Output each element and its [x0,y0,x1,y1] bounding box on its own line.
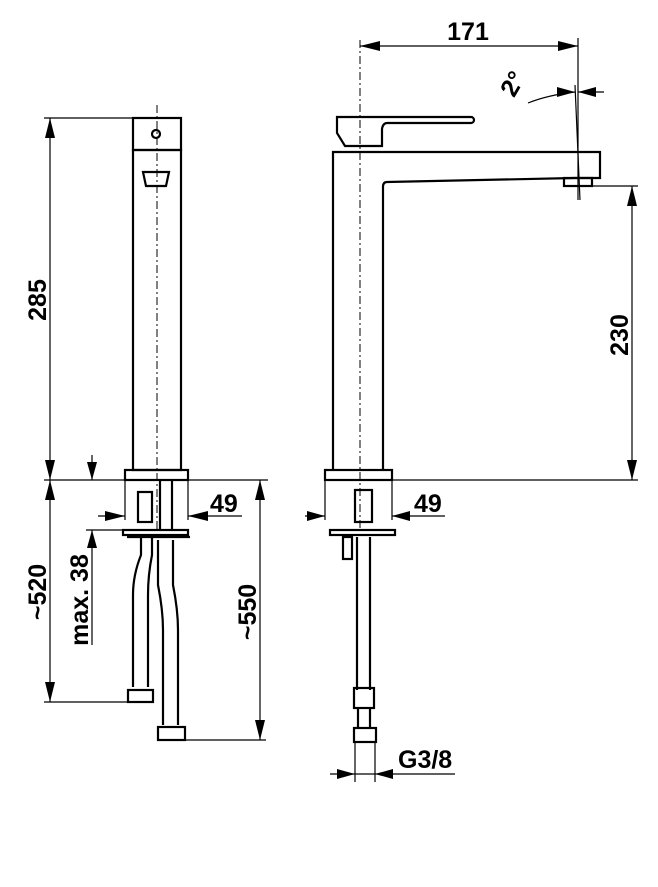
front-view: 285 ~520 max. 38 49 [24,105,268,742]
front-hose-nut-long [156,725,187,742]
side-hose-nut-1 [352,686,376,710]
front-hose-nut-short [126,688,155,704]
front-shank [136,490,154,524]
dimension-label-max-38: max. 38 [66,554,94,646]
side-hose-nut-2 [352,726,378,744]
front-hose-long [156,540,180,725]
dimension-520: ~520 [24,480,130,703]
dimension-label-550: ~550 [234,584,262,640]
side-shank [353,488,374,524]
dimension-label-230: 230 [606,314,634,356]
side-lever [335,115,476,148]
dimension-49-side: 49 [305,480,445,521]
dimension-label-49-side: 49 [414,490,442,518]
dimension-label-g3-8: G3/8 [398,746,452,774]
dimension-g3-8: G3/8 [330,742,455,782]
dimension-label-171: 171 [447,18,489,46]
dimension-label-520: ~520 [24,564,52,620]
dimension-550: ~550 [185,480,266,741]
side-view: 171 2° 230 49 [305,18,638,782]
dimension-49-front: 49 [98,480,242,521]
dimension-label-49-front: 49 [210,490,238,518]
dimension-label-285: 285 [24,279,52,321]
front-aerator [141,170,171,188]
side-body-spout [331,150,602,470]
front-mounting-plate [121,528,190,537]
dimension-171: 171 [360,18,579,200]
dimension-label-2-degrees: 2° [495,67,531,102]
front-hose-short [131,535,154,687]
dimension-max-38: max. 38 [66,455,125,646]
side-mounting-plate [328,528,397,537]
dimension-230: 230 [392,185,638,481]
side-base [323,468,394,482]
front-lever-screw [150,128,162,140]
dimension-285: 285 [24,117,268,481]
side-hose [355,537,372,690]
